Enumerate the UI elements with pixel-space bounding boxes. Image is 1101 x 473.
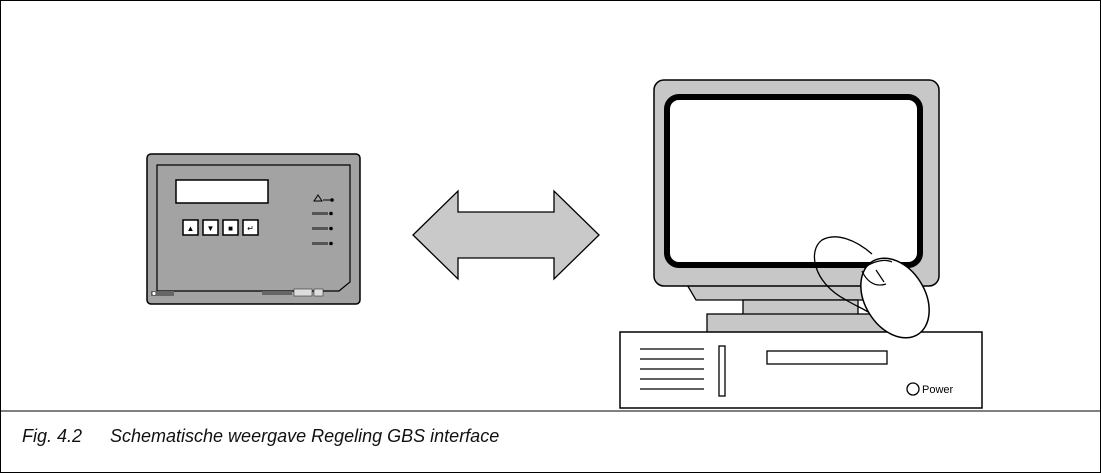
drive-slot-vertical	[718, 345, 726, 397]
controller-logo	[151, 291, 174, 296]
indicator-3-led	[329, 241, 333, 246]
figure-caption-text: Schematische weergave Regeling GBS inter…	[110, 426, 500, 446]
menu-button-glyph: ■	[228, 224, 233, 233]
enter-button-glyph: ↵	[247, 224, 254, 233]
vent-grille	[640, 348, 704, 390]
disk-drive-slot	[766, 350, 888, 365]
indicator-1-label	[312, 212, 328, 215]
bidirectional-arrow-icon	[412, 189, 600, 281]
controller-display	[175, 179, 269, 204]
monitor-base	[706, 313, 894, 334]
menu-button[interactable]: ■	[222, 219, 239, 236]
indicator-2-led	[329, 226, 333, 231]
controller-badge	[313, 288, 324, 297]
status-indicators	[312, 194, 334, 246]
indicator-3-label	[312, 242, 328, 245]
system-unit	[619, 331, 983, 409]
indicator-2-label	[312, 227, 328, 230]
power-label: Power	[922, 384, 954, 396]
computer: Power	[619, 79, 983, 409]
power-button-icon	[906, 382, 920, 396]
monitor-bezel	[664, 94, 923, 268]
power-button[interactable]	[906, 382, 920, 396]
down-button-glyph: ▼	[207, 224, 215, 233]
enter-button[interactable]: ↵	[242, 219, 259, 236]
up-button-glyph: ▲	[187, 224, 195, 233]
controller-unit: ▲ ▼ ■ ↵	[146, 153, 361, 305]
controller-buttons: ▲ ▼ ■ ↵	[182, 219, 259, 236]
warning-led	[330, 198, 334, 202]
up-button[interactable]: ▲	[182, 219, 199, 236]
figure-caption: Fig. 4.2 Schematische weergave Regeling G…	[22, 426, 499, 447]
mouse-icon	[860, 257, 930, 339]
mouse-cable	[813, 236, 873, 313]
controller-brand-label	[293, 288, 313, 297]
indicator-1-led	[329, 211, 333, 216]
down-button[interactable]: ▼	[202, 219, 219, 236]
controller-model-label	[262, 291, 292, 295]
warning-indicator-icon	[313, 194, 323, 202]
figure-number: Fig. 4.2	[22, 426, 83, 446]
